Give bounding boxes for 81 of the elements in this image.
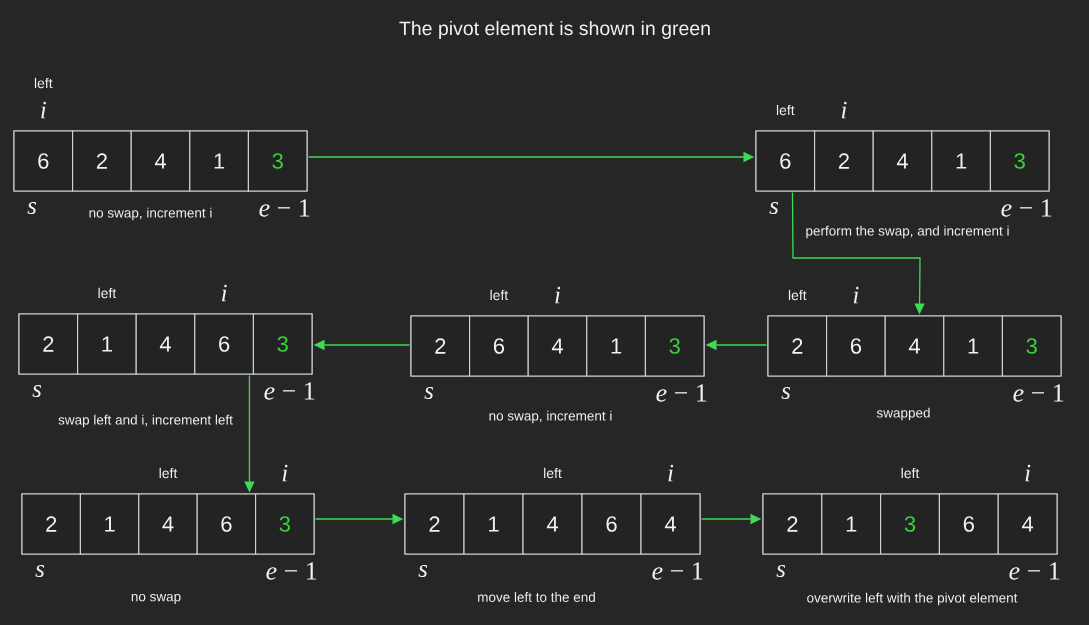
pointer-label: left	[544, 467, 562, 479]
pointer-label: i	[853, 286, 859, 304]
array-cell: 6	[13, 130, 74, 192]
array-cell: 6	[194, 313, 254, 375]
step-label: move left to the end	[478, 592, 595, 602]
pointer-label: i	[841, 101, 847, 119]
pointer-label: i	[222, 284, 227, 302]
array-cell: 4	[527, 315, 588, 377]
array-cell: 1	[586, 315, 646, 377]
index-label: e − 1	[259, 199, 310, 217]
array-cell: 2	[72, 130, 132, 192]
array-cell: 2	[404, 493, 465, 555]
array-cell: 3	[644, 315, 705, 377]
array-cell: 6	[826, 315, 886, 377]
array-cell: 2	[410, 315, 471, 377]
array-cell: 2	[21, 493, 81, 555]
pointer-label: left	[159, 467, 178, 479]
index-label: s	[32, 385, 42, 398]
index-label: s	[781, 387, 791, 400]
array-cell: 6	[469, 315, 529, 377]
index-label: e − 1	[1009, 562, 1060, 580]
step-label: overwrite left with the pivot element	[807, 592, 1018, 606]
index-label: s	[776, 565, 786, 578]
array-cell: 6	[755, 130, 816, 192]
pointer-label: left	[98, 287, 117, 299]
array-cell: 6	[196, 493, 257, 555]
index-label: s	[418, 565, 428, 578]
title: The pivot element is shown in green	[399, 20, 710, 40]
index-label: e − 1	[1001, 199, 1052, 217]
index-label: s	[769, 202, 779, 214]
pointer-label: i	[668, 464, 674, 482]
array-cell: 2	[762, 493, 823, 555]
pointer-label: left	[788, 289, 807, 301]
index-label: e − 1	[266, 562, 317, 580]
pointer-label: left	[34, 77, 53, 89]
array-cell: 3	[252, 313, 313, 375]
array-cell: 4	[872, 130, 933, 192]
array-cell: 1	[931, 130, 991, 192]
step-label: swapped	[876, 407, 930, 421]
array-cell: 4	[640, 493, 701, 555]
pointer-label: left	[490, 289, 509, 301]
array-cell: 4	[997, 493, 1058, 555]
array-cell: 4	[138, 493, 198, 555]
index-label: e − 1	[656, 384, 707, 402]
index-label: s	[27, 202, 37, 214]
array-cell: 1	[821, 493, 882, 555]
array-cell: 1	[79, 493, 140, 555]
array-cell: 1	[77, 313, 137, 375]
array-cell: 4	[884, 315, 945, 377]
array-cell: 3	[1001, 315, 1062, 377]
array-cell: 6	[581, 493, 642, 555]
pointer-label: i	[41, 101, 47, 119]
index-label: s	[35, 565, 45, 578]
step-label: perform the swap, and increment i	[806, 225, 1009, 239]
array-cell: 1	[463, 493, 524, 555]
pointer-label: i	[1025, 464, 1031, 482]
array-cell: 1	[943, 315, 1003, 377]
pointer-label: i	[282, 464, 288, 482]
array-cell: 2	[18, 313, 79, 375]
index-label: e − 1	[1013, 384, 1064, 402]
index-label: e − 1	[652, 562, 703, 580]
array-cell: 3	[255, 493, 315, 555]
pointer-label: left	[901, 467, 920, 479]
array-cell: 4	[130, 130, 191, 192]
step-label: no swap, increment i	[489, 410, 612, 424]
array-cell: 6	[938, 493, 999, 555]
step-label: swap left and i, increment left	[58, 414, 233, 428]
array-cell: 4	[135, 313, 196, 375]
array-cell: 3	[989, 130, 1050, 192]
array-cell: 1	[189, 130, 249, 192]
array-cell: 3	[247, 130, 308, 192]
index-label: s	[424, 387, 434, 400]
array-cell: 2	[814, 130, 874, 192]
step-label: no swap, increment i	[89, 207, 212, 221]
pointer-label: left	[776, 104, 795, 116]
array-cell: 3	[880, 493, 940, 555]
step-label: no swap	[131, 594, 181, 605]
array-cell: 4	[522, 493, 583, 555]
pointer-label: i	[555, 286, 561, 304]
index-label: e − 1	[264, 382, 315, 400]
array-cell: 2	[767, 315, 828, 377]
